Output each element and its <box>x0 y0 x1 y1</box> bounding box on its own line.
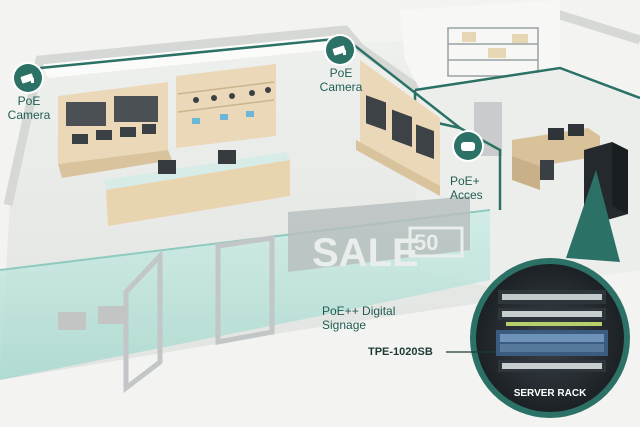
server-rack-label: SERVER RACK <box>500 388 600 399</box>
switch-model-label: TPE-1020SB <box>368 345 448 359</box>
poe-switch <box>496 330 608 356</box>
sale-text: SALE <box>312 231 419 275</box>
access-point-icon <box>454 132 482 160</box>
camera-icon <box>14 64 42 92</box>
center-shelf-cabinet <box>176 64 276 148</box>
camera-icon <box>326 36 354 64</box>
access-point-label: PoE+Acces <box>450 174 510 202</box>
price-text: 50 <box>414 230 438 255</box>
